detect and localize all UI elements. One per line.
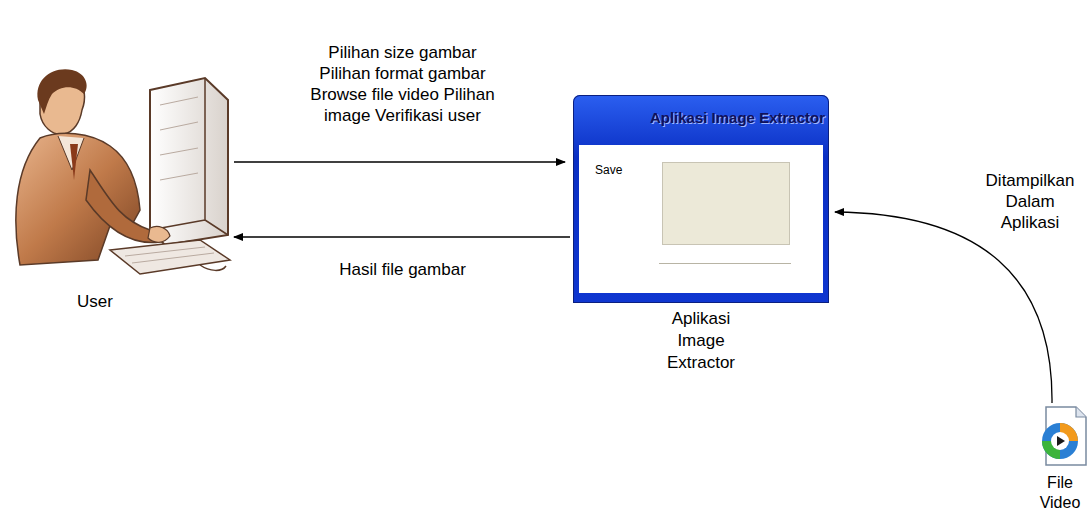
video-file-icon [1030, 405, 1089, 467]
window-caption: Aplikasi Image Extractor [656, 308, 746, 374]
node-label: File Video [1034, 473, 1086, 513]
connector-arrow [835, 212, 1052, 403]
video-file: File Video [1030, 405, 1089, 517]
user-figure: User [0, 60, 232, 315]
application-window: Aplikasi Image ExtractorSaveAplikasi Ima… [573, 95, 829, 377]
user-clipart [0, 60, 232, 290]
save-label: Save [595, 163, 622, 177]
node-label: User [0, 292, 190, 312]
edge-label: Pilihan size gambar Pilihan format gamba… [305, 42, 501, 126]
window-client: Save [579, 145, 823, 293]
connector-arrow [234, 236, 570, 237]
window-frame: Aplikasi Image ExtractorSave [573, 95, 829, 303]
edge-label: Ditampilkan Dalam Aplikasi [981, 170, 1079, 233]
window-title: Aplikasi Image Extractor [593, 109, 825, 126]
edge-label: Hasil file gambar [336, 259, 469, 280]
connector-arrow [234, 161, 565, 162]
image-preview [662, 162, 790, 245]
progress-line [659, 263, 791, 264]
